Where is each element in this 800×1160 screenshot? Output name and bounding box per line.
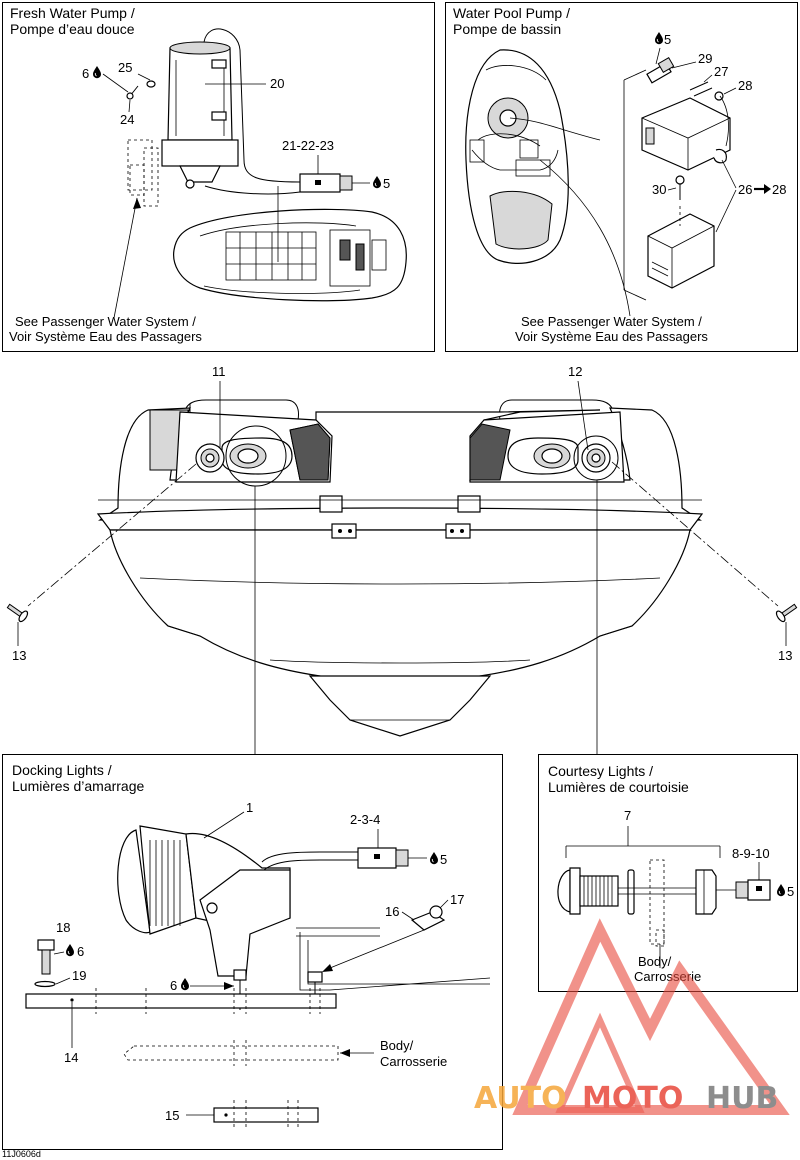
courtesy-lights-title-fr: Lumières de courtoisie — [548, 779, 689, 795]
callout-11: 11 — [212, 364, 226, 379]
fresh-water-pump-title-fr: Pompe d’eau douce — [10, 21, 135, 37]
callout-28: 28 — [738, 78, 752, 93]
water-pool-pump-drawing — [465, 49, 731, 317]
courtesy-body-en: Body/ — [638, 954, 672, 969]
water-drop-icon — [180, 977, 190, 991]
callout-6-b: 6 — [77, 944, 84, 959]
callout-14: 14 — [64, 1050, 78, 1065]
callout-6-a: 6 — [82, 66, 89, 81]
callout-5-b: 5 — [664, 32, 671, 47]
docking-lights-drawing — [25, 825, 491, 1130]
callout-13-left: 13 — [12, 648, 26, 663]
docking-body-en: Body/ — [380, 1038, 414, 1053]
callout-18: 18 — [56, 920, 70, 935]
water-drop-icon — [372, 175, 382, 189]
fresh-water-see-fr: Voir Système Eau des Passagers — [9, 329, 202, 344]
water-drop-icon — [654, 31, 664, 45]
boat-rear-view — [6, 380, 798, 754]
callout-5-c: 5 — [440, 852, 447, 867]
callout-28-b: 28 — [772, 182, 786, 197]
docking-lights-title-fr: Lumières d’amarrage — [12, 778, 144, 794]
callout-8-9-10: 8-9-10 — [732, 846, 770, 861]
watermark-moto: MOTO — [582, 1081, 683, 1116]
watermark-hub: HUB — [706, 1081, 778, 1116]
callout-12: 12 — [568, 364, 582, 379]
callout-17: 17 — [450, 892, 464, 907]
water-pool-pump-title-en: Water Pool Pump / — [453, 5, 570, 21]
callout-27: 27 — [714, 64, 728, 79]
water-pool-pump-panel — [445, 2, 798, 352]
fresh-water-pump-drawing — [113, 28, 407, 319]
water-drop-icon — [776, 883, 786, 897]
fresh-water-pump-title-en: Fresh Water Pump / — [10, 5, 135, 21]
callout-25: 25 — [118, 60, 132, 75]
callout-19: 19 — [72, 968, 86, 983]
fresh-water-see-en: See Passenger Water System / — [15, 314, 196, 329]
callout-15: 15 — [165, 1108, 179, 1123]
callout-20: 20 — [270, 76, 284, 91]
callout-5-a: 5 — [383, 176, 390, 191]
water-pool-see-fr: Voir Système Eau des Passagers — [515, 329, 708, 344]
right-arrow-icon — [754, 184, 771, 194]
courtesy-lights-drawing — [557, 826, 771, 968]
water-drop-icon — [65, 943, 75, 957]
callout-16: 16 — [385, 904, 399, 919]
callout-2-3-4: 2-3-4 — [350, 812, 380, 827]
callout-6-c: 6 — [170, 978, 177, 993]
water-drop-icon — [92, 65, 102, 79]
callout-7: 7 — [624, 808, 631, 823]
docking-body-fr: Carrosserie — [380, 1054, 447, 1069]
automotohub-watermark: AUTO MOTO HUB — [474, 918, 790, 1116]
water-pool-pump-title-fr: Pompe de bassin — [453, 21, 561, 37]
callout-13-right: 13 — [778, 648, 792, 663]
watermark-auto: AUTO — [474, 1081, 567, 1116]
water-drop-icon — [429, 851, 439, 865]
docking-lights-panel — [2, 754, 503, 1150]
callout-26: 26 — [738, 182, 752, 197]
fresh-water-pump-panel — [2, 2, 435, 352]
callout-29: 29 — [698, 51, 712, 66]
water-pool-see-en: See Passenger Water System / — [521, 314, 702, 329]
courtesy-lights-title-en: Courtesy Lights / — [548, 763, 653, 779]
docking-lights-title-en: Docking Lights / — [12, 762, 112, 778]
callout-5-d: 5 — [787, 884, 794, 899]
callout-1: 1 — [246, 800, 253, 815]
drawing-code: 11J0606d — [2, 1149, 41, 1159]
callout-30: 30 — [652, 182, 666, 197]
callout-21-22-23: 21-22-23 — [282, 138, 334, 153]
callout-24: 24 — [120, 112, 134, 127]
